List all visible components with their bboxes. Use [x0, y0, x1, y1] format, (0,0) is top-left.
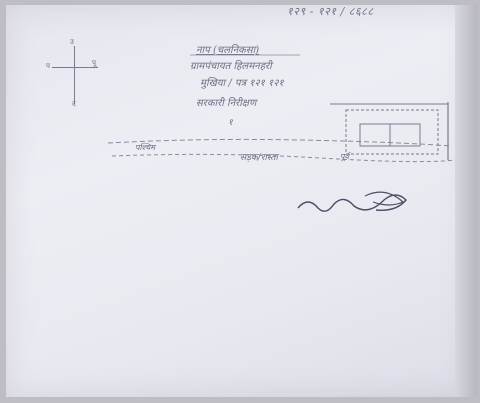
signature-flourish — [364, 191, 405, 206]
handwritten-sheet — [6, 5, 469, 397]
compass-east-label: पू — [92, 59, 96, 67]
compass-horizontal-line — [52, 67, 98, 68]
compass-vertical-line — [74, 46, 75, 104]
handwritten-line-1: नाप (चलनिकसा) — [196, 45, 260, 56]
paper-fold-edge — [455, 5, 477, 397]
handwritten-line-4: सरकारी निरीक्षण — [196, 98, 257, 109]
handwritten-line-3: मुखिया / पत्र १२१ १२१ — [200, 78, 284, 89]
compass-west-label: प — [46, 62, 50, 70]
compass-south-label: द — [72, 100, 76, 108]
compass-north-label: उ — [70, 38, 74, 46]
plot-box — [345, 109, 439, 155]
map-label-middle: सड़क/रास्ता — [240, 153, 278, 163]
map-label-left: पश्चिम — [135, 143, 155, 152]
reference-number: १२९ - १२१ / ८६८८ — [287, 5, 374, 18]
map-label-right: पूर्व — [340, 152, 349, 161]
signature-stroke — [297, 194, 407, 212]
road-line-upper — [107, 138, 451, 147]
handwritten-line-5: १ — [228, 118, 233, 128]
handwritten-line-2: ग्रामपंचायत हिलमनहरी — [190, 61, 272, 72]
road-line-lower — [111, 153, 456, 163]
